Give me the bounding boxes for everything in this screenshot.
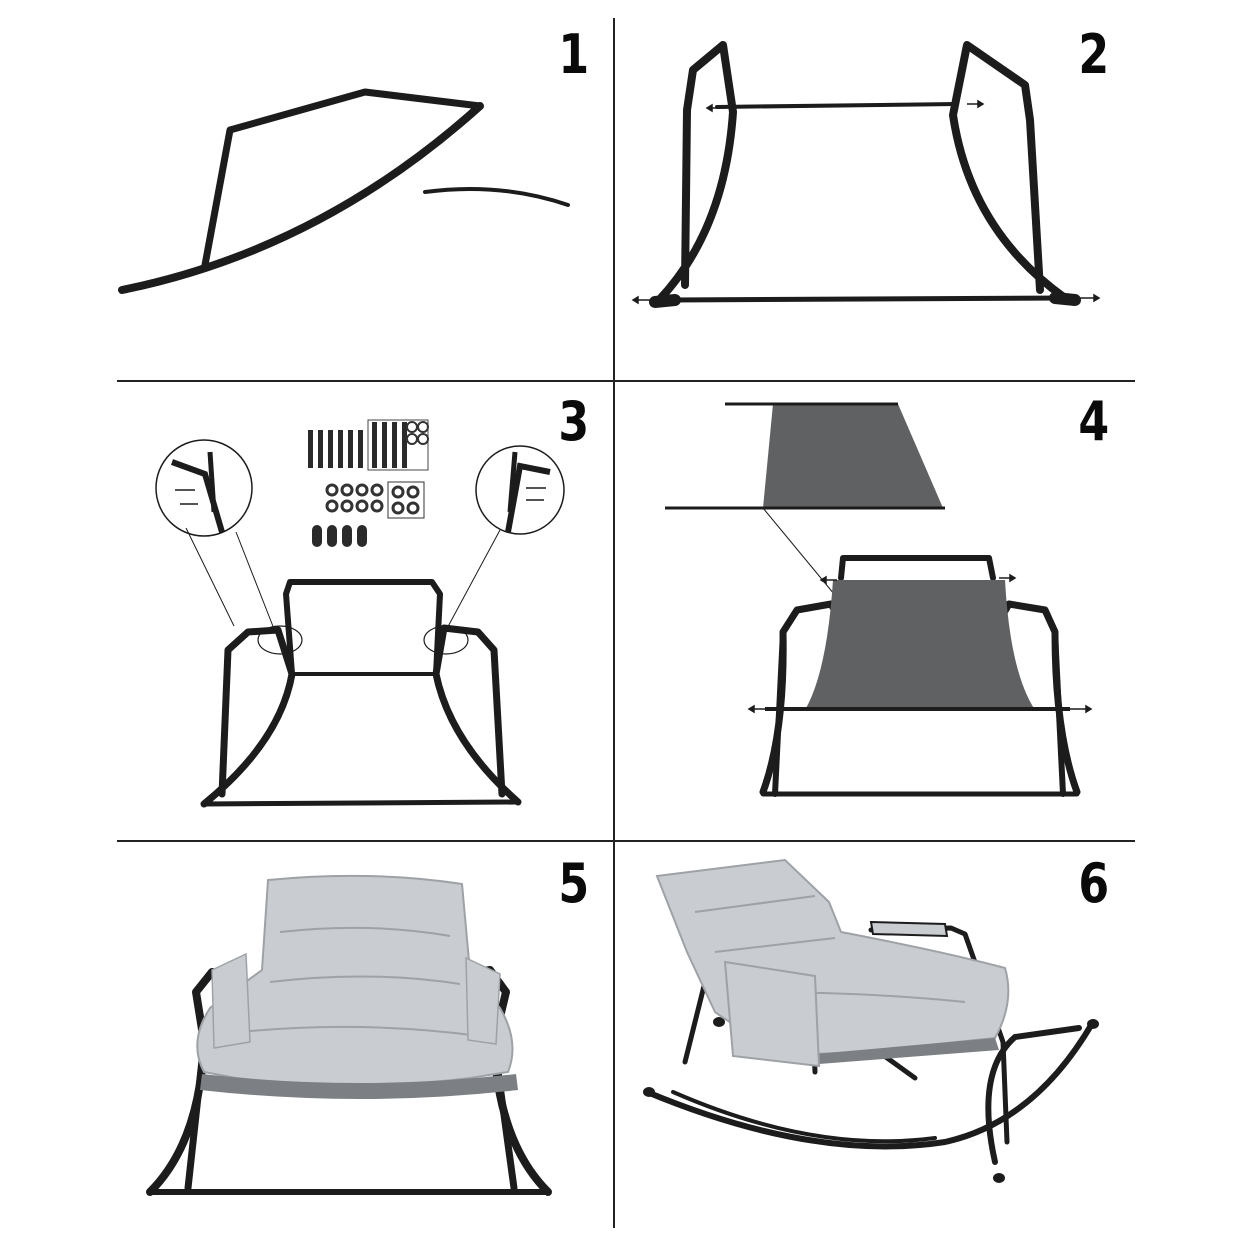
step-4-illustration — [615, 382, 1254, 840]
foot-caps — [312, 525, 367, 547]
armrest-pad-left — [211, 952, 251, 1049]
step-1-illustration — [0, 0, 613, 380]
step-6-illustration — [615, 842, 1254, 1254]
right-side-frame — [949, 41, 1081, 306]
horizontal-divider-top — [117, 380, 1135, 382]
cushion-angled — [655, 858, 1010, 1064]
left-side-frame — [649, 41, 737, 308]
seat-cushion — [196, 874, 518, 1099]
fabric-sling-detail — [665, 402, 945, 601]
step-5-illustration — [0, 842, 613, 1254]
top-cross-bar — [715, 102, 959, 109]
feet — [643, 1017, 1099, 1183]
step-number-2: 2 — [1078, 23, 1110, 86]
rocker-side-frame — [118, 88, 570, 294]
side-storage-pocket — [723, 960, 821, 1068]
right-detail-callout — [443, 445, 565, 635]
step-number-6: 6 — [1078, 852, 1110, 915]
fabric-seat — [805, 580, 1035, 710]
armrest-pad-right — [465, 956, 501, 1045]
step-number-3: 3 — [558, 390, 590, 453]
horizontal-divider-bottom — [117, 840, 1135, 842]
bottom-cross-bar — [668, 295, 1068, 303]
bolts — [308, 419, 429, 471]
washers — [325, 481, 425, 519]
vertical-divider — [613, 18, 615, 1228]
frame-with-backrest — [200, 579, 522, 808]
armrest-pad — [869, 920, 949, 938]
frame-with-fabric — [759, 555, 1081, 797]
step-number-4: 4 — [1078, 390, 1110, 453]
step-2-illustration — [615, 0, 1254, 380]
step-number-5: 5 — [558, 852, 590, 915]
step-3-illustration — [0, 382, 613, 840]
step-number-1: 1 — [558, 23, 590, 86]
hardware-kit — [308, 419, 429, 547]
left-detail-callout — [155, 439, 277, 635]
